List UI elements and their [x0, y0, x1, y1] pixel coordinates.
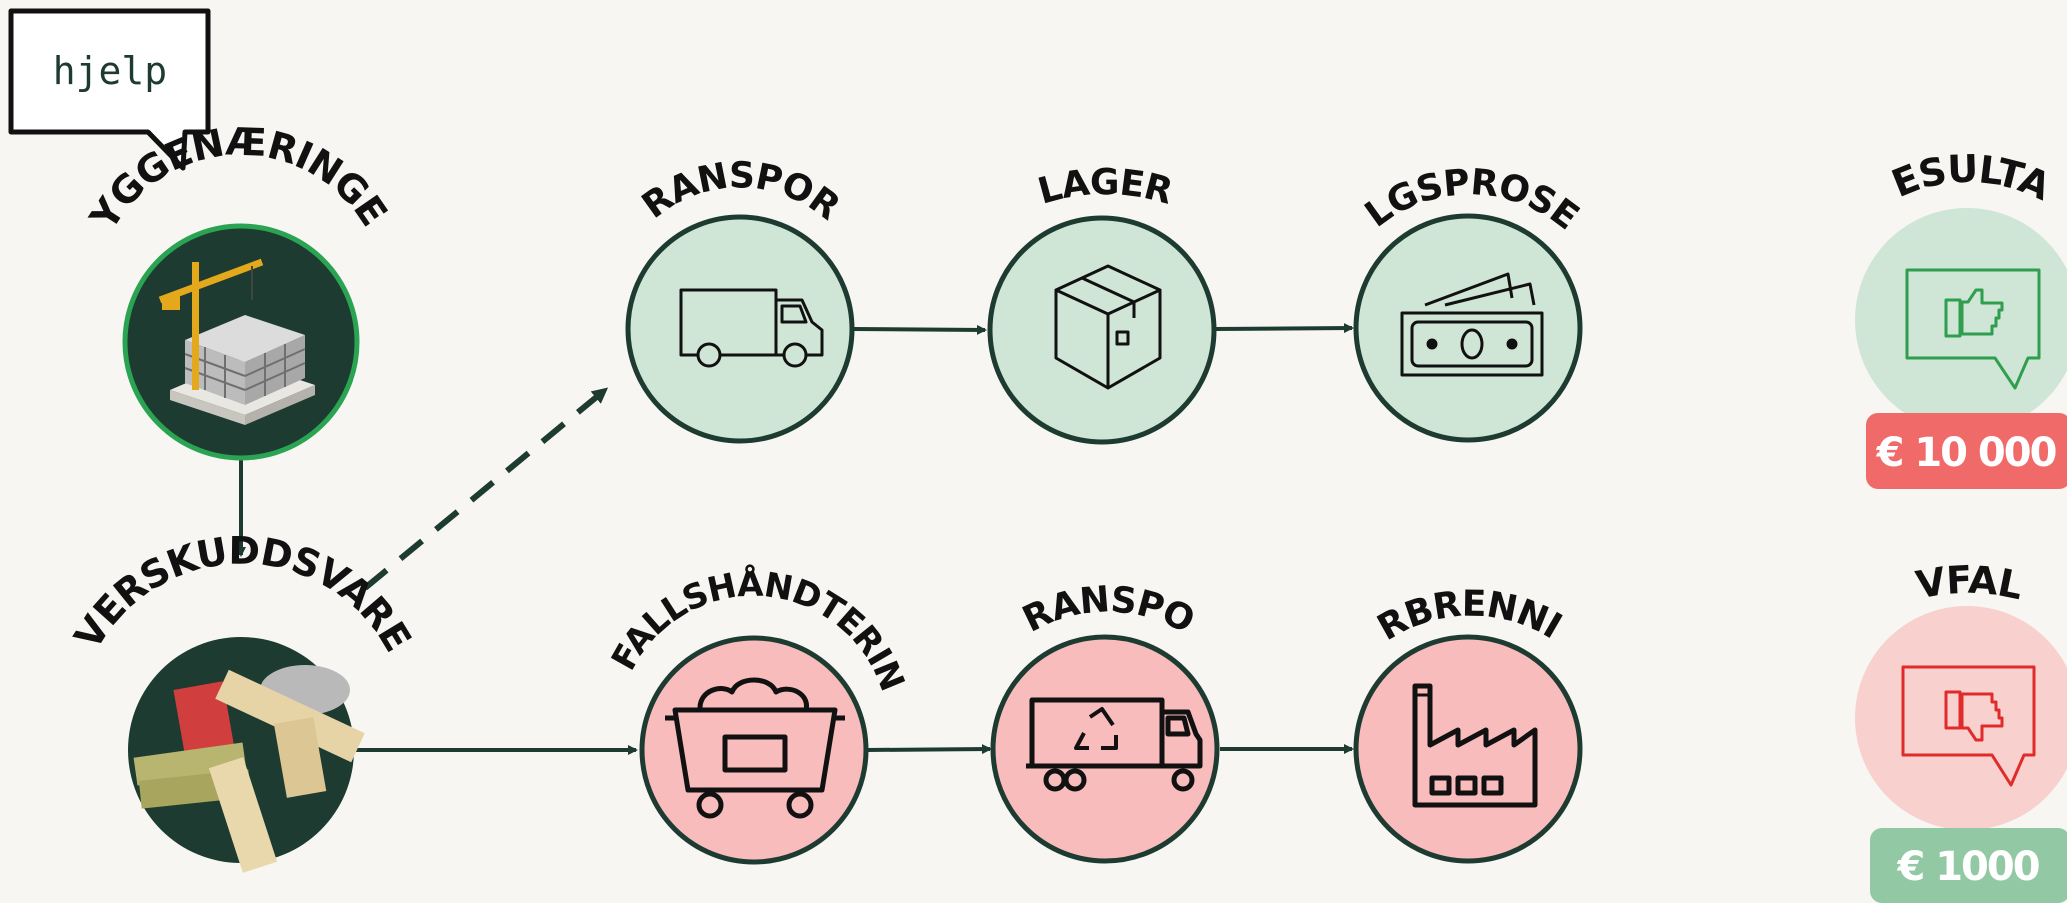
- cash-icon: [1400, 272, 1544, 377]
- thumbs-down-icon: [1901, 665, 2036, 787]
- box-icon: [1054, 264, 1162, 390]
- waste-amount: € 1000: [1896, 844, 2038, 890]
- arrow-surplus-to-transport-dashed: [363, 387, 609, 591]
- dumpster-icon: [665, 677, 845, 819]
- arrow-waste-handling-to-transport: [865, 744, 992, 755]
- arrow-transport-to-storage: [852, 324, 987, 335]
- building-materials-icon: [133, 665, 365, 873]
- node-storage[interactable]: LAGER: [987, 162, 1217, 445]
- help-label: hjelp: [53, 49, 167, 93]
- result-amount-badge: € 10 000: [1866, 413, 2067, 489]
- building-crane-icon: [158, 258, 315, 425]
- result-amount: € 10 000: [1876, 430, 2056, 476]
- recycle-truck-icon: [1026, 697, 1203, 792]
- connectors: [236, 323, 1354, 755]
- help-button[interactable]: hjelp: [8, 8, 211, 171]
- truck-icon: [679, 288, 824, 368]
- thumbs-up-icon: [1905, 268, 2041, 390]
- arrow-storage-to-sales: [1214, 323, 1354, 334]
- storage-label: LAGER: [1034, 162, 1176, 213]
- factory-icon: [1412, 683, 1538, 808]
- waste-amount-badge: € 1000: [1870, 828, 2067, 903]
